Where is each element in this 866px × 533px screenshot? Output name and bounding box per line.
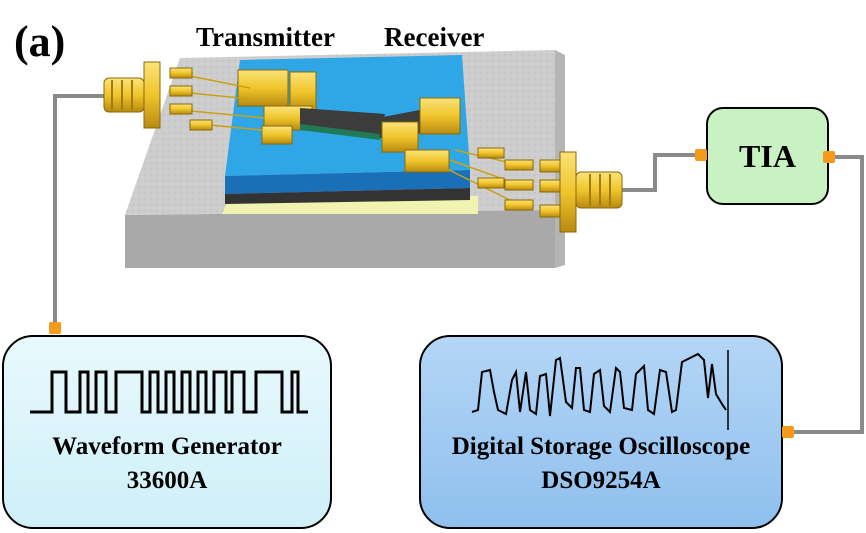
sma-connector-icon <box>559 151 623 233</box>
panel-label: (a) <box>14 17 66 66</box>
cable-receiver-tia <box>622 153 700 192</box>
generator-name: Waveform Generator <box>52 433 282 460</box>
tia-label: TIA <box>739 138 796 174</box>
generator-port <box>49 322 61 334</box>
transmitter-device <box>237 69 385 145</box>
right-bond-pads <box>477 147 563 218</box>
oscilloscope-model: DSO9254A <box>541 467 661 494</box>
tia-output-port <box>823 151 835 163</box>
generator-model: 33600A <box>126 467 208 494</box>
transmitter-label: Transmitter <box>196 22 335 52</box>
cable-generator <box>53 94 108 330</box>
oscilloscope-box <box>419 335 794 529</box>
square-wave-icon <box>30 370 308 414</box>
tia-input-port <box>695 149 707 161</box>
cable-tia-oscilloscope <box>786 155 864 434</box>
receiver-device <box>378 97 461 173</box>
left-bond-pads <box>169 67 213 131</box>
oscilloscope-port <box>782 426 794 438</box>
noisy-waveform-icon <box>471 352 727 417</box>
sma-connector-icon <box>103 61 161 129</box>
tia-box <box>695 107 835 205</box>
receiver-label: Receiver <box>384 22 485 52</box>
generator-box <box>2 322 332 529</box>
oscilloscope-name: Digital Storage Oscilloscope <box>451 433 751 460</box>
cables <box>53 94 864 434</box>
